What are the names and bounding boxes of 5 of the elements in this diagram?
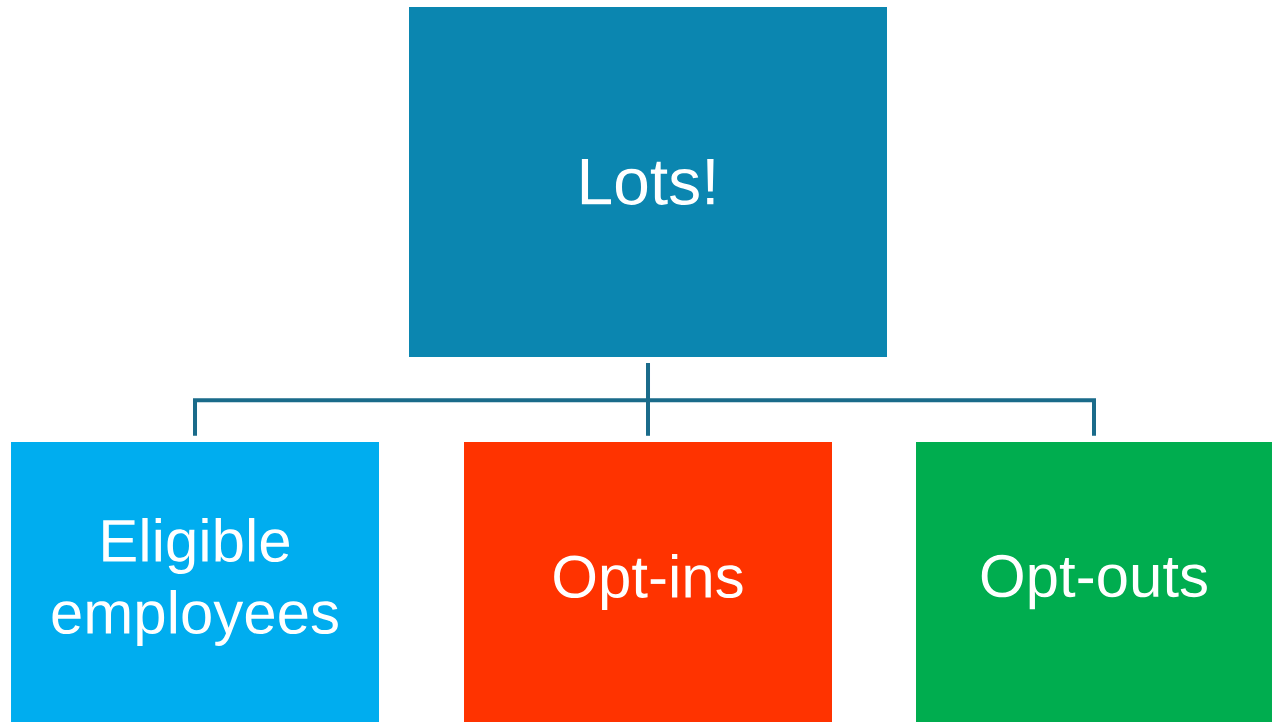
connector-line xyxy=(646,363,1096,436)
process-box: Eligible employees xyxy=(11,442,379,722)
process-box: Lots! xyxy=(409,7,887,357)
process-box: Opt-ins xyxy=(464,442,832,722)
process-box: Opt-outs xyxy=(916,442,1272,722)
